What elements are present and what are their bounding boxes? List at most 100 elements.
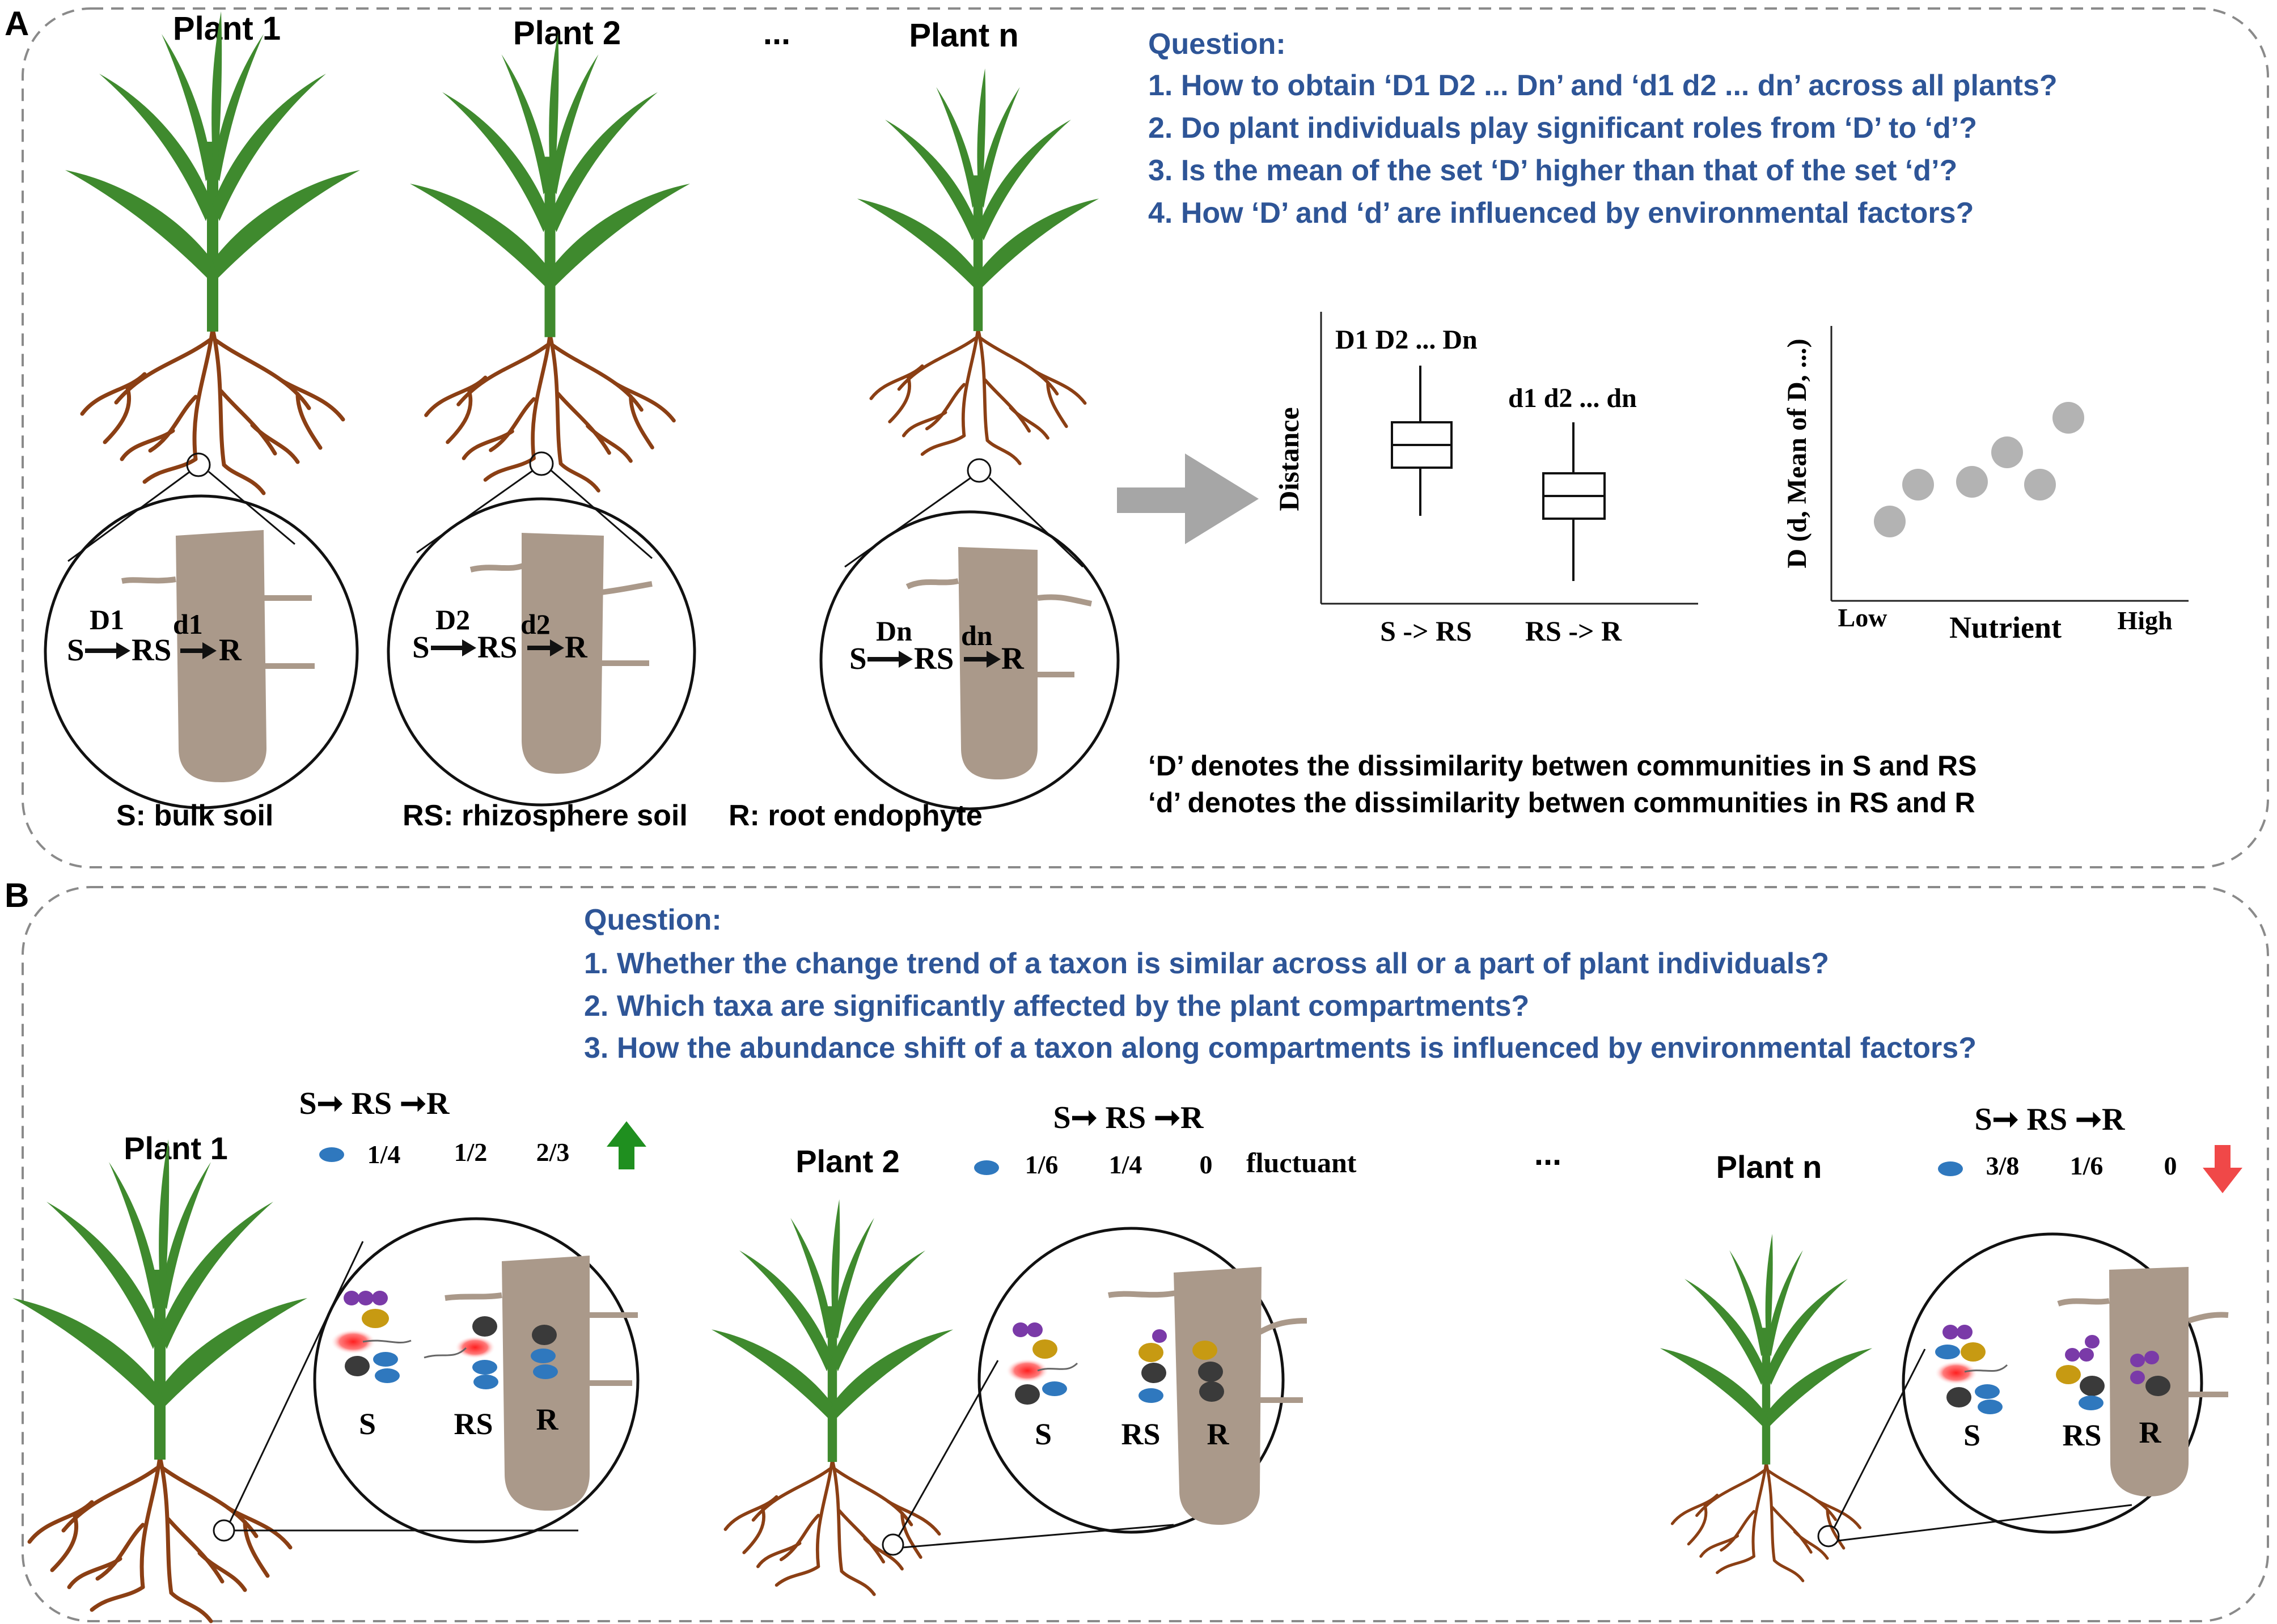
b-plant-2-chain: S➞ RS ➞R 1/6 1/4 0 fluctuant [974,1100,1357,1179]
panel-a-label: A [5,5,29,43]
box-category-1: S -> RS [1380,615,1472,647]
scatter-chart: D (d, Mean of D, ...) Low Nutrient High [1782,326,2189,644]
scatter-point [1956,466,1988,498]
svg-text:S: S [1035,1417,1052,1451]
svg-text:3. Is the mean of the set ‘D’: 3. Is the mean of the set ‘D’ higher tha… [1148,154,1957,187]
zoom-plant-2 [387,451,696,807]
svg-text:3/8: 3/8 [1986,1151,2020,1180]
boxplot-chart: Distance D1 D2 ... Dn d1 d2 ... dn S -> … [1273,312,1698,647]
svg-text:S: S [67,633,84,667]
chain-plant-n: Dn dn S RS R [849,615,1025,676]
svg-text:RS: RS [454,1407,493,1441]
legend-bulk-soil: S: bulk soil [116,799,273,832]
svg-text:S: S [849,641,867,676]
trend-up-arrow [607,1121,646,1169]
panel-a-frame [22,7,2269,868]
svg-text:RS: RS [132,633,171,667]
box-label-2: d1 d2 ... dn [1508,383,1637,413]
svg-text:R: R [536,1402,559,1436]
svg-text:1. Whether the change trend of: 1. Whether the change trend of a taxon i… [584,947,1829,980]
b-plant-2-title: Plant 2 [795,1143,900,1179]
b-plant-1-chain: S➞ RS ➞R 1/4 1/2 2/3 [299,1086,646,1169]
svg-text:0: 0 [2164,1151,2177,1180]
svg-text:d1: d1 [173,608,203,640]
svg-text:D1: D1 [90,604,124,635]
root-section-plant-2 [469,533,653,774]
b-plant-n-illustration [1660,1234,1872,1581]
svg-text:S➞ RS ➞R: S➞ RS ➞R [1974,1102,2125,1137]
svg-text:RS: RS [477,630,517,664]
svg-text:2. Which taxa are significantl: 2. Which taxa are significantly affected… [584,990,1529,1023]
svg-text:d2: d2 [520,608,551,640]
box-category-2: RS -> R [1525,615,1622,647]
svg-text:4. How ‘D’ and ‘d’ are influen: 4. How ‘D’ and ‘d’ are influenced by env… [1148,197,1974,230]
panel-b-frame [22,886,2269,1622]
b-zoom-plant-1 [213,1217,640,1544]
svg-text:S: S [412,630,430,664]
plant-n-illustration [857,69,1099,464]
svg-text:fluctuant: fluctuant [1246,1147,1357,1178]
plant-2-illustration [410,33,690,491]
b-plant-n-chain: S➞ RS ➞R 3/8 1/6 0 [1938,1102,2242,1193]
svg-text:1/4: 1/4 [367,1140,401,1169]
definition-d: ‘d’ denotes the dissimilarity betwen com… [1148,787,1975,819]
ellipsis-b: ... [1534,1135,1561,1172]
svg-text:S➞ RS ➞R: S➞ RS ➞R [1053,1100,1204,1135]
definition-D: ‘D’ denotes the dissimilarity betwen com… [1148,750,1976,782]
chain-plant-1: D1 d1 S RS R [67,604,242,667]
scatter-point [1874,506,1906,537]
svg-text:R: R [219,633,242,667]
flow-arrow [1117,453,1259,544]
svg-text:1/4: 1/4 [1109,1150,1142,1179]
legend-endophyte: R: root endophyte [729,799,983,832]
root-section-plant-n [905,547,1092,779]
scatter-x-low: Low [1838,603,1887,632]
trend-down-arrow [2203,1145,2242,1193]
chain-plant-2: D2 d2 S RS R [412,604,588,664]
plant-n-title: Plant n [909,17,1018,54]
b-plant-n-title: Plant n [1716,1149,1822,1185]
svg-text:2. Do plant individuals play s: 2. Do plant individuals play significant… [1148,112,1977,145]
plant-1-illustration [65,11,360,493]
svg-text:R: R [2139,1415,2162,1449]
svg-text:1/2: 1/2 [454,1138,488,1167]
boxplot-ylabel: Distance [1273,407,1305,511]
svg-text:R: R [565,630,588,664]
svg-text:S: S [1963,1418,1980,1452]
svg-text:Question:: Question: [584,904,722,936]
scatter-x-high: High [2117,606,2172,635]
svg-text:Dn: Dn [876,615,912,647]
svg-text:1. How to obtain ‘D1 D2 ... Dn: 1. How to obtain ‘D1 D2 ... Dn’ and ‘d1 … [1148,69,2058,102]
scatter-point [1991,436,2023,468]
root-section-plant-1 [121,530,315,782]
svg-text:D2: D2 [435,604,470,635]
scatter-point [2052,402,2084,434]
svg-text:RS: RS [2062,1418,2101,1452]
scatter-ylabel: D (d, Mean of D, ...) [1782,338,1812,568]
svg-text:R: R [1001,641,1025,676]
svg-text:1/6: 1/6 [2070,1151,2104,1180]
box-label-1: D1 D2 ... Dn [1335,325,1478,355]
svg-text:1/6: 1/6 [1025,1150,1059,1179]
b-taxa-plant-1: S RS R [331,1291,559,1441]
svg-text:S➞ RS ➞R: S➞ RS ➞R [299,1086,450,1121]
b-plant-1-title: Plant 1 [124,1130,228,1166]
b-taxa-plant-n: S RS R [1935,1325,2170,1452]
scatter-xlabel: Nutrient [1949,610,2062,644]
panel-b-questions: Question: 1. Whether the change trend of… [584,904,1976,1065]
panel-a-questions: Question: 1. How to obtain ‘D1 D2 ... Dn… [1148,28,2058,230]
plant-1-title: Plant 1 [173,10,281,47]
zoom-plant-n [819,458,1120,811]
zoom-plant-1 [44,452,359,809]
b-zoom-plant-n [1817,1232,2203,1547]
svg-text:S: S [359,1407,376,1441]
scatter-point [2024,469,2056,501]
b-root-section-plant-1 [445,1256,638,1511]
b-plant-2-illustration [712,1199,953,1595]
legend-rhizosphere: RS: rhizosphere soil [403,799,688,832]
svg-text:3. How the abundance shift of: 3. How the abundance shift of a taxon al… [584,1032,1976,1065]
svg-text:RS: RS [914,641,954,676]
svg-text:R: R [1207,1417,1230,1451]
panel-b-label: B [5,876,29,914]
